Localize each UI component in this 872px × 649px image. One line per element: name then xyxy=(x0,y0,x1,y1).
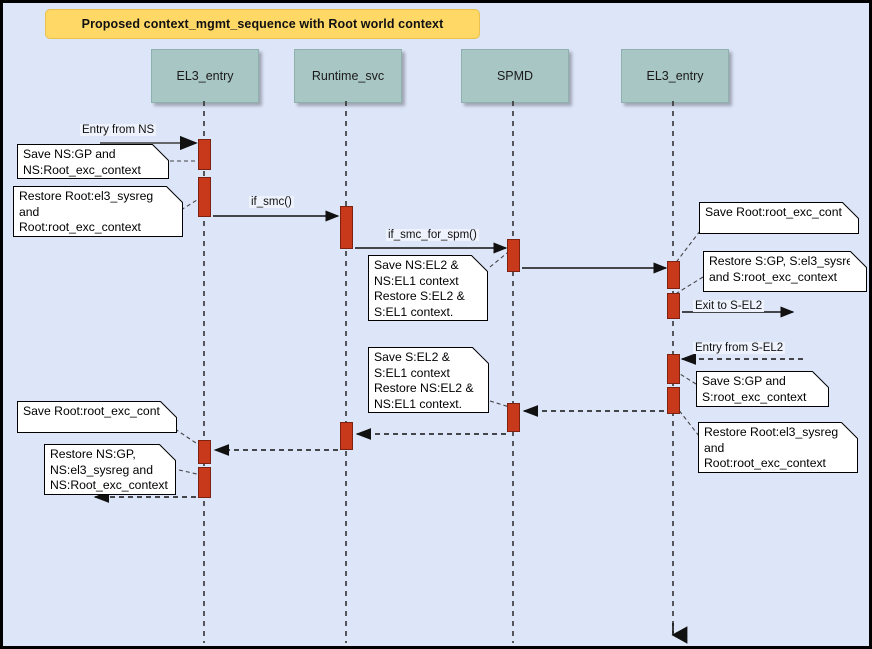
note-save-ns-gp: Save NS:GP and NS:Root_exc_context xyxy=(17,144,169,179)
lifeline-head-spmd[interactable]: SPMD xyxy=(461,49,569,103)
note-restore-root-el3-sysreg: Restore Root:el3_sysreg and Root:root_ex… xyxy=(13,186,183,237)
note-restore-root-el3-sysreg-right: Restore Root:el3_sysreg and Root:root_ex… xyxy=(698,422,858,473)
activation-bar-el3-2c xyxy=(667,354,680,384)
note-restore-s-gp: Restore S:GP, S:el3_sysreg and S:root_ex… xyxy=(703,251,867,292)
message-label-if-smc: if_smc() xyxy=(249,196,294,208)
message-label-entry-from-ns: Entry from NS xyxy=(80,124,157,136)
note-save-root-exc-context-left: Save Root:root_exc_context xyxy=(17,401,177,433)
lifeline-label: Runtime_svc xyxy=(311,69,385,83)
message-label-if-smc-for-spm: if_smc_for_spm() xyxy=(386,229,479,241)
activation-bar-el3-2b xyxy=(667,293,680,319)
lifeline-label: SPMD xyxy=(496,69,534,83)
activation-bar-el3-2a xyxy=(667,261,680,289)
frame-title: Proposed context_mgmt_sequence with Root… xyxy=(45,9,480,39)
note-save-s-gp: Save S:GP and S:root_exc_context xyxy=(696,371,829,407)
lifeline-head-el3-entry-1[interactable]: EL3_entry xyxy=(151,49,259,103)
note-save-s-el2-restore-ns-el2: Save S:EL2 & S:EL1 context Restore NS:EL… xyxy=(368,347,489,413)
activation-bar-spmd-1 xyxy=(507,239,520,272)
lifeline-label: EL3_entry xyxy=(176,69,234,83)
activation-bar-el3-2d xyxy=(667,387,680,414)
note-save-ns-el2-restore-s-el2: Save NS:EL2 & NS:EL1 context Restore S:E… xyxy=(368,255,488,321)
activation-bar-el3-1b xyxy=(198,177,211,217)
activation-bar-el3-1a xyxy=(198,139,211,170)
note-save-root-exc-context-right: Save Root:root_exc_context xyxy=(699,202,859,234)
activation-bar-spmd-2 xyxy=(507,403,520,432)
message-label-exit-to-sel2: Exit to S-EL2 xyxy=(693,300,765,312)
lifeline-label: EL3_entry xyxy=(646,69,704,83)
lifeline-head-el3-entry-2[interactable]: EL3_entry xyxy=(621,49,729,103)
activation-bar-runtime-1 xyxy=(340,206,353,249)
note-restore-ns-gp: Restore NS:GP, NS:el3_sysreg and NS:Root… xyxy=(44,444,176,495)
activation-bar-el3-1c xyxy=(198,440,211,464)
lifeline-head-runtime-svc[interactable]: Runtime_svc xyxy=(294,49,402,103)
activation-bar-el3-1d xyxy=(198,467,211,498)
message-label-entry-from-sel2: Entry from S-EL2 xyxy=(693,342,786,354)
activation-bar-runtime-2 xyxy=(340,422,353,450)
diagram-vector-layer xyxy=(93,101,803,644)
